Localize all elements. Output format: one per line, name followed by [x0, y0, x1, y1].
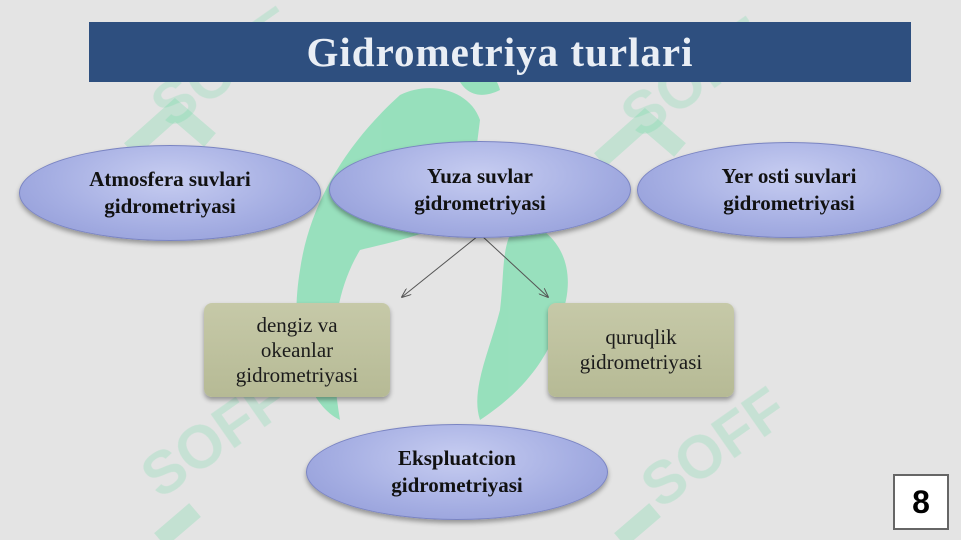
node-yer-osti-label: Yer osti suvlari gidrometriyasi — [721, 164, 857, 215]
arrow-to-dengiz — [402, 235, 479, 297]
page-number-box: 8 — [893, 474, 949, 530]
node-ekspluatcion: Ekspluatcion gidrometriyasi — [306, 424, 608, 520]
node-yuza: Yuza suvlar gidrometriyasi — [329, 141, 631, 238]
node-dengiz-label: dengiz va okeanlar gidrometriyasi — [235, 312, 359, 387]
page-number: 8 — [912, 483, 930, 520]
node-atmosfera: Atmosfera suvlari gidrometriyasi — [19, 145, 321, 241]
node-atmosfera-label: Atmosfera suvlari gidrometriyasi — [89, 167, 251, 218]
node-yuza-label: Yuza suvlar gidrometriyasi — [414, 163, 546, 215]
node-quruqlik: quruqlik gidrometriyasi — [548, 303, 734, 397]
arrow-to-quruqlik — [481, 235, 548, 297]
node-dengiz: dengiz va okeanlar gidrometriyasi — [204, 303, 390, 397]
node-ekspluatcion-label: Ekspluatcion gidrometriyasi — [391, 446, 523, 497]
slide-title: Gidrometriya turlari — [306, 29, 694, 75]
node-quruqlik-label: quruqlik gidrometriyasi — [579, 325, 703, 374]
title-banner: Gidrometriya turlari — [89, 22, 911, 82]
node-yer-osti: Yer osti suvlari gidrometriyasi — [637, 142, 941, 238]
